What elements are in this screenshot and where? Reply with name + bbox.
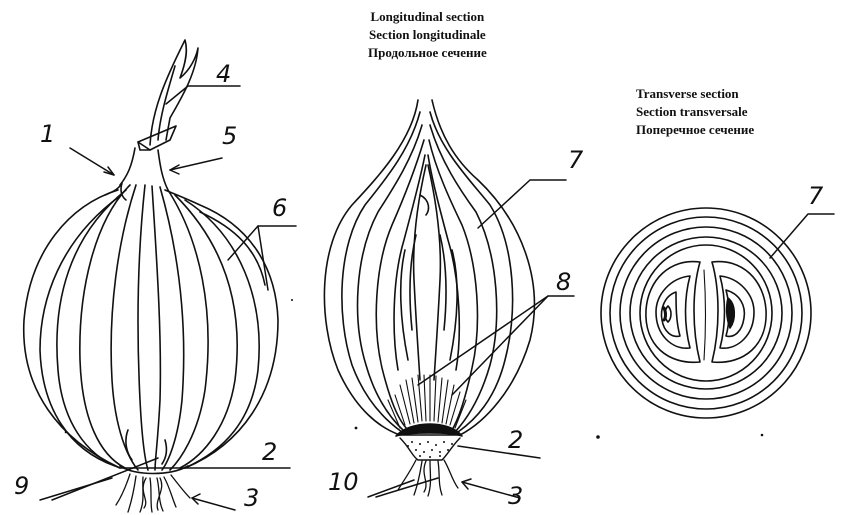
- label-4: 4: [216, 62, 231, 86]
- label-7-center: 7: [568, 148, 583, 172]
- speckles: [65, 299, 764, 439]
- label-1: 1: [40, 122, 55, 146]
- label-3-left: 3: [244, 486, 259, 510]
- leaders-left: [40, 86, 296, 510]
- longitudinal-caption-en: Longitudinal section: [368, 8, 487, 26]
- label-2-left: 2: [262, 440, 277, 464]
- section-roots: [398, 460, 458, 496]
- transverse-section: [601, 208, 811, 418]
- label-8: 8: [556, 270, 571, 294]
- transverse-caption: Transverse section Section transversale …: [636, 85, 754, 139]
- longitudinal-caption-fr: Section longitudinale: [368, 26, 487, 44]
- label-2-center: 2: [508, 428, 523, 452]
- label-9: 9: [14, 474, 29, 498]
- longitudinal-caption: Longitudinal section Section longitudina…: [368, 8, 487, 62]
- longitudinal-caption-ru: Продольное сечение: [368, 44, 487, 62]
- label-6: 6: [272, 196, 287, 220]
- leaders-center: [368, 180, 574, 498]
- label-3-center: 3: [508, 484, 523, 508]
- whole-onion: [24, 40, 278, 512]
- transverse-caption-en: Transverse section: [636, 85, 754, 103]
- roots: [116, 474, 190, 512]
- label-10: 10: [328, 470, 359, 494]
- label-5: 5: [222, 124, 237, 148]
- transverse-caption-fr: Section transversale: [636, 103, 754, 121]
- label-7-right: 7: [808, 184, 823, 208]
- longitudinal-section: [324, 100, 534, 496]
- section-outline: [324, 100, 534, 435]
- transverse-caption-ru: Поперечное сечение: [636, 121, 754, 139]
- neck-collar: [138, 126, 176, 150]
